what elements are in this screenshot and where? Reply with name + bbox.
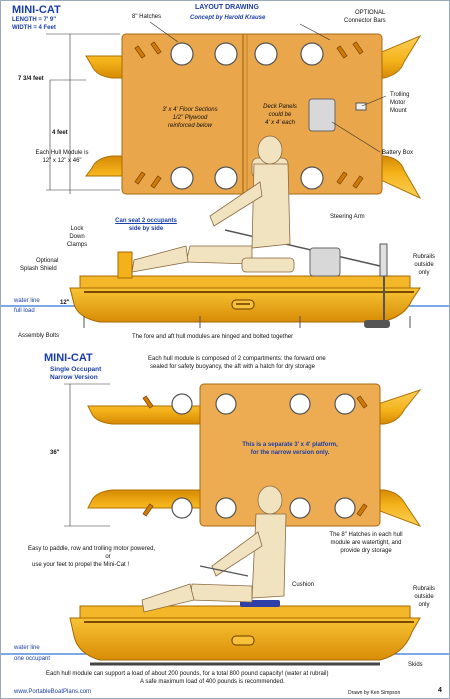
trolling-label-1: Trolling <box>390 92 410 98</box>
top-dimensions <box>46 21 387 194</box>
bottom-waterline-2: one occupant <box>14 656 51 662</box>
rubrails-label-3: only <box>418 270 430 276</box>
splash-shield <box>117 251 133 279</box>
hatch-note-3: provide dry storage <box>340 548 392 554</box>
assembly-bolts <box>83 316 411 328</box>
dim-width: 4 feet <box>52 130 68 136</box>
brand-url: www.PortableBoatPlans.com <box>14 689 92 695</box>
steering-arm <box>224 229 381 267</box>
trolling-label-3: Mount <box>390 108 407 114</box>
top-hatches <box>170 42 324 190</box>
lock-label-2: Down <box>69 234 85 240</box>
hinged-note: The fore and aft hull modules are hinged… <box>132 334 294 340</box>
platform-note-2: for the narrow version only. <box>250 450 330 456</box>
floor-label-3: reinforced below <box>167 123 213 129</box>
hull-module-1: Each Hull Module is <box>35 150 89 156</box>
top-title: MINI-CAT <box>12 4 61 16</box>
bottom-subtitle-2: Narrow Version <box>50 374 98 381</box>
rubrails-label-2: outside <box>414 262 434 268</box>
width-label: WIDTH = 4 Feet <box>12 25 56 31</box>
bottom-title: MINI-CAT <box>44 352 93 364</box>
splash-label-1: Optional <box>36 258 59 264</box>
narrow-platform <box>199 383 381 527</box>
compartments-note-2: sealed for safety buoyancy, the aft with… <box>150 364 315 370</box>
connector-bars-label-2: Connector Bars <box>344 18 386 24</box>
steering-arm-label: Steering Arm <box>330 214 365 220</box>
top-side-view <box>0 135 450 328</box>
assembly-bolts-label: Assembly Bolts <box>18 333 60 339</box>
hull-module-2: 12" x 12" x 46" <box>42 158 82 164</box>
drawing-title: LAYOUT DRAWING <box>195 4 259 11</box>
splash-label-2: Splash Shield <box>20 266 57 272</box>
floor-label-2: 1/2" Plywood <box>172 115 208 121</box>
hatch-note-2: module are watertight, and <box>330 540 402 546</box>
platform-note-1: This is a separate 3' x 4' platform, <box>242 442 338 448</box>
paddle-note-2: or <box>105 554 111 560</box>
length-label: LENGTH = 7' 9" <box>12 17 57 23</box>
deck-label-1: Deck Panels <box>263 104 297 110</box>
bottom-waterline-1: water line <box>14 645 40 651</box>
hatch-note-1: The 8" Hatches in each hull <box>329 532 403 538</box>
battery-box-plan <box>308 98 336 132</box>
deck-label-2: could be <box>268 112 292 118</box>
bottom-rubrails-1: Rubrails <box>412 586 435 592</box>
bottom-side-view <box>0 485 450 666</box>
connector-bars-label-1: OPTIONAL <box>355 10 386 16</box>
load-note-1: Each hull module can support a load of a… <box>46 671 329 677</box>
dim-length: 7 3/4 feet <box>18 76 44 82</box>
waterline-label-2: full load <box>14 308 35 314</box>
deck-label-3: 4' x 4' each <box>265 120 295 126</box>
depth-label: 12" <box>60 300 70 306</box>
seat-label-2: side by side <box>128 226 164 232</box>
bottom-plan-view <box>64 383 422 528</box>
hatches-label: 8" Hatches <box>132 14 162 20</box>
drawn-by-credit: Drawn by Ken Simpson <box>348 690 401 696</box>
concept-credit: Concept by Harold Krause <box>190 15 266 21</box>
paddle-note-3: use your feet to propel the Mini-Cat ! <box>32 562 130 568</box>
page-number: 4 <box>438 687 442 694</box>
bottom-rubrails-3: only <box>418 602 430 608</box>
bottom-rubrails-2: outside <box>414 594 434 600</box>
top-figure-side <box>131 135 295 273</box>
skids-label: Skids <box>408 662 423 668</box>
top-clamps <box>134 41 364 189</box>
bottom-hatches <box>171 393 356 519</box>
lock-label-3: Clamps <box>66 242 88 248</box>
battery-box-side <box>309 247 341 277</box>
load-note-2: A safe maximum load of 400 pounds is rec… <box>140 679 285 685</box>
rubrails-label-1: Rubrails <box>412 254 435 260</box>
bottom-figure-side <box>141 485 287 613</box>
lock-label-1: Lock <box>70 226 84 232</box>
trolling-label-2: Motor <box>390 100 406 106</box>
seat-label-1: Can seat 2 occupants <box>115 218 177 224</box>
battery-box-label: Battery Box <box>382 150 414 156</box>
trolling-mount-plan <box>355 102 367 111</box>
floor-label-1: 3' x 4' Floor Sections <box>162 107 218 113</box>
bottom-dim-width: 36" <box>50 450 60 456</box>
top-plan-view <box>46 21 422 200</box>
compartments-note-1: Each hull module is composed of 2 compar… <box>148 356 326 362</box>
bottom-subtitle-1: Single Occupant <box>50 366 102 373</box>
cushion-label: Cushion <box>292 582 315 588</box>
paddle-note-1: Easy to paddle, row and trolling motor p… <box>28 546 156 552</box>
waterline-label-1: water line <box>14 298 40 304</box>
